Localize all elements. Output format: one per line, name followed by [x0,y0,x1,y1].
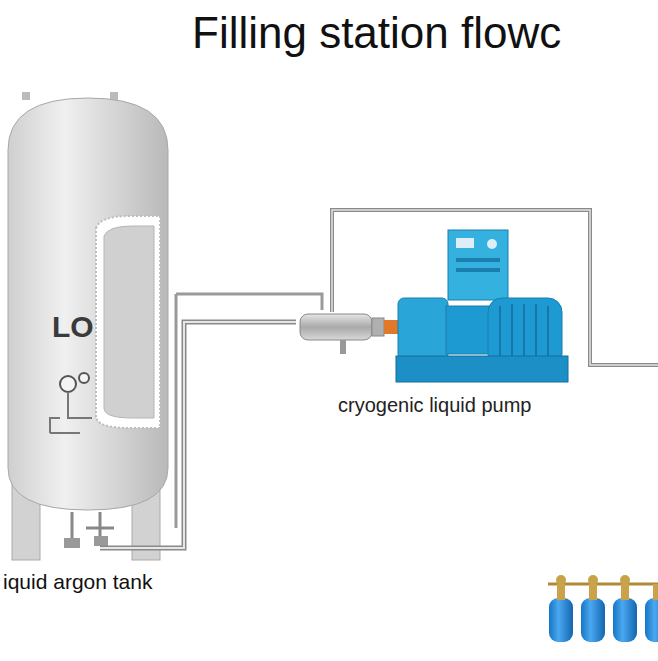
diagram-title: Filling station flowc [192,8,561,59]
pipe-highlight [200,321,296,323]
node-label: cryogenic liquid pump [338,394,531,417]
tank-marking: LO [52,310,94,345]
tank-drawing [8,92,322,560]
pump-drawing [300,230,568,382]
pump-node: cryogenic liquid pump [296,228,618,423]
feed-pipe [200,320,296,325]
gas-cylinders [548,575,658,642]
tank-node: LO iquid argon tank [0,88,200,600]
node-label: iquid argon tank [3,570,152,594]
